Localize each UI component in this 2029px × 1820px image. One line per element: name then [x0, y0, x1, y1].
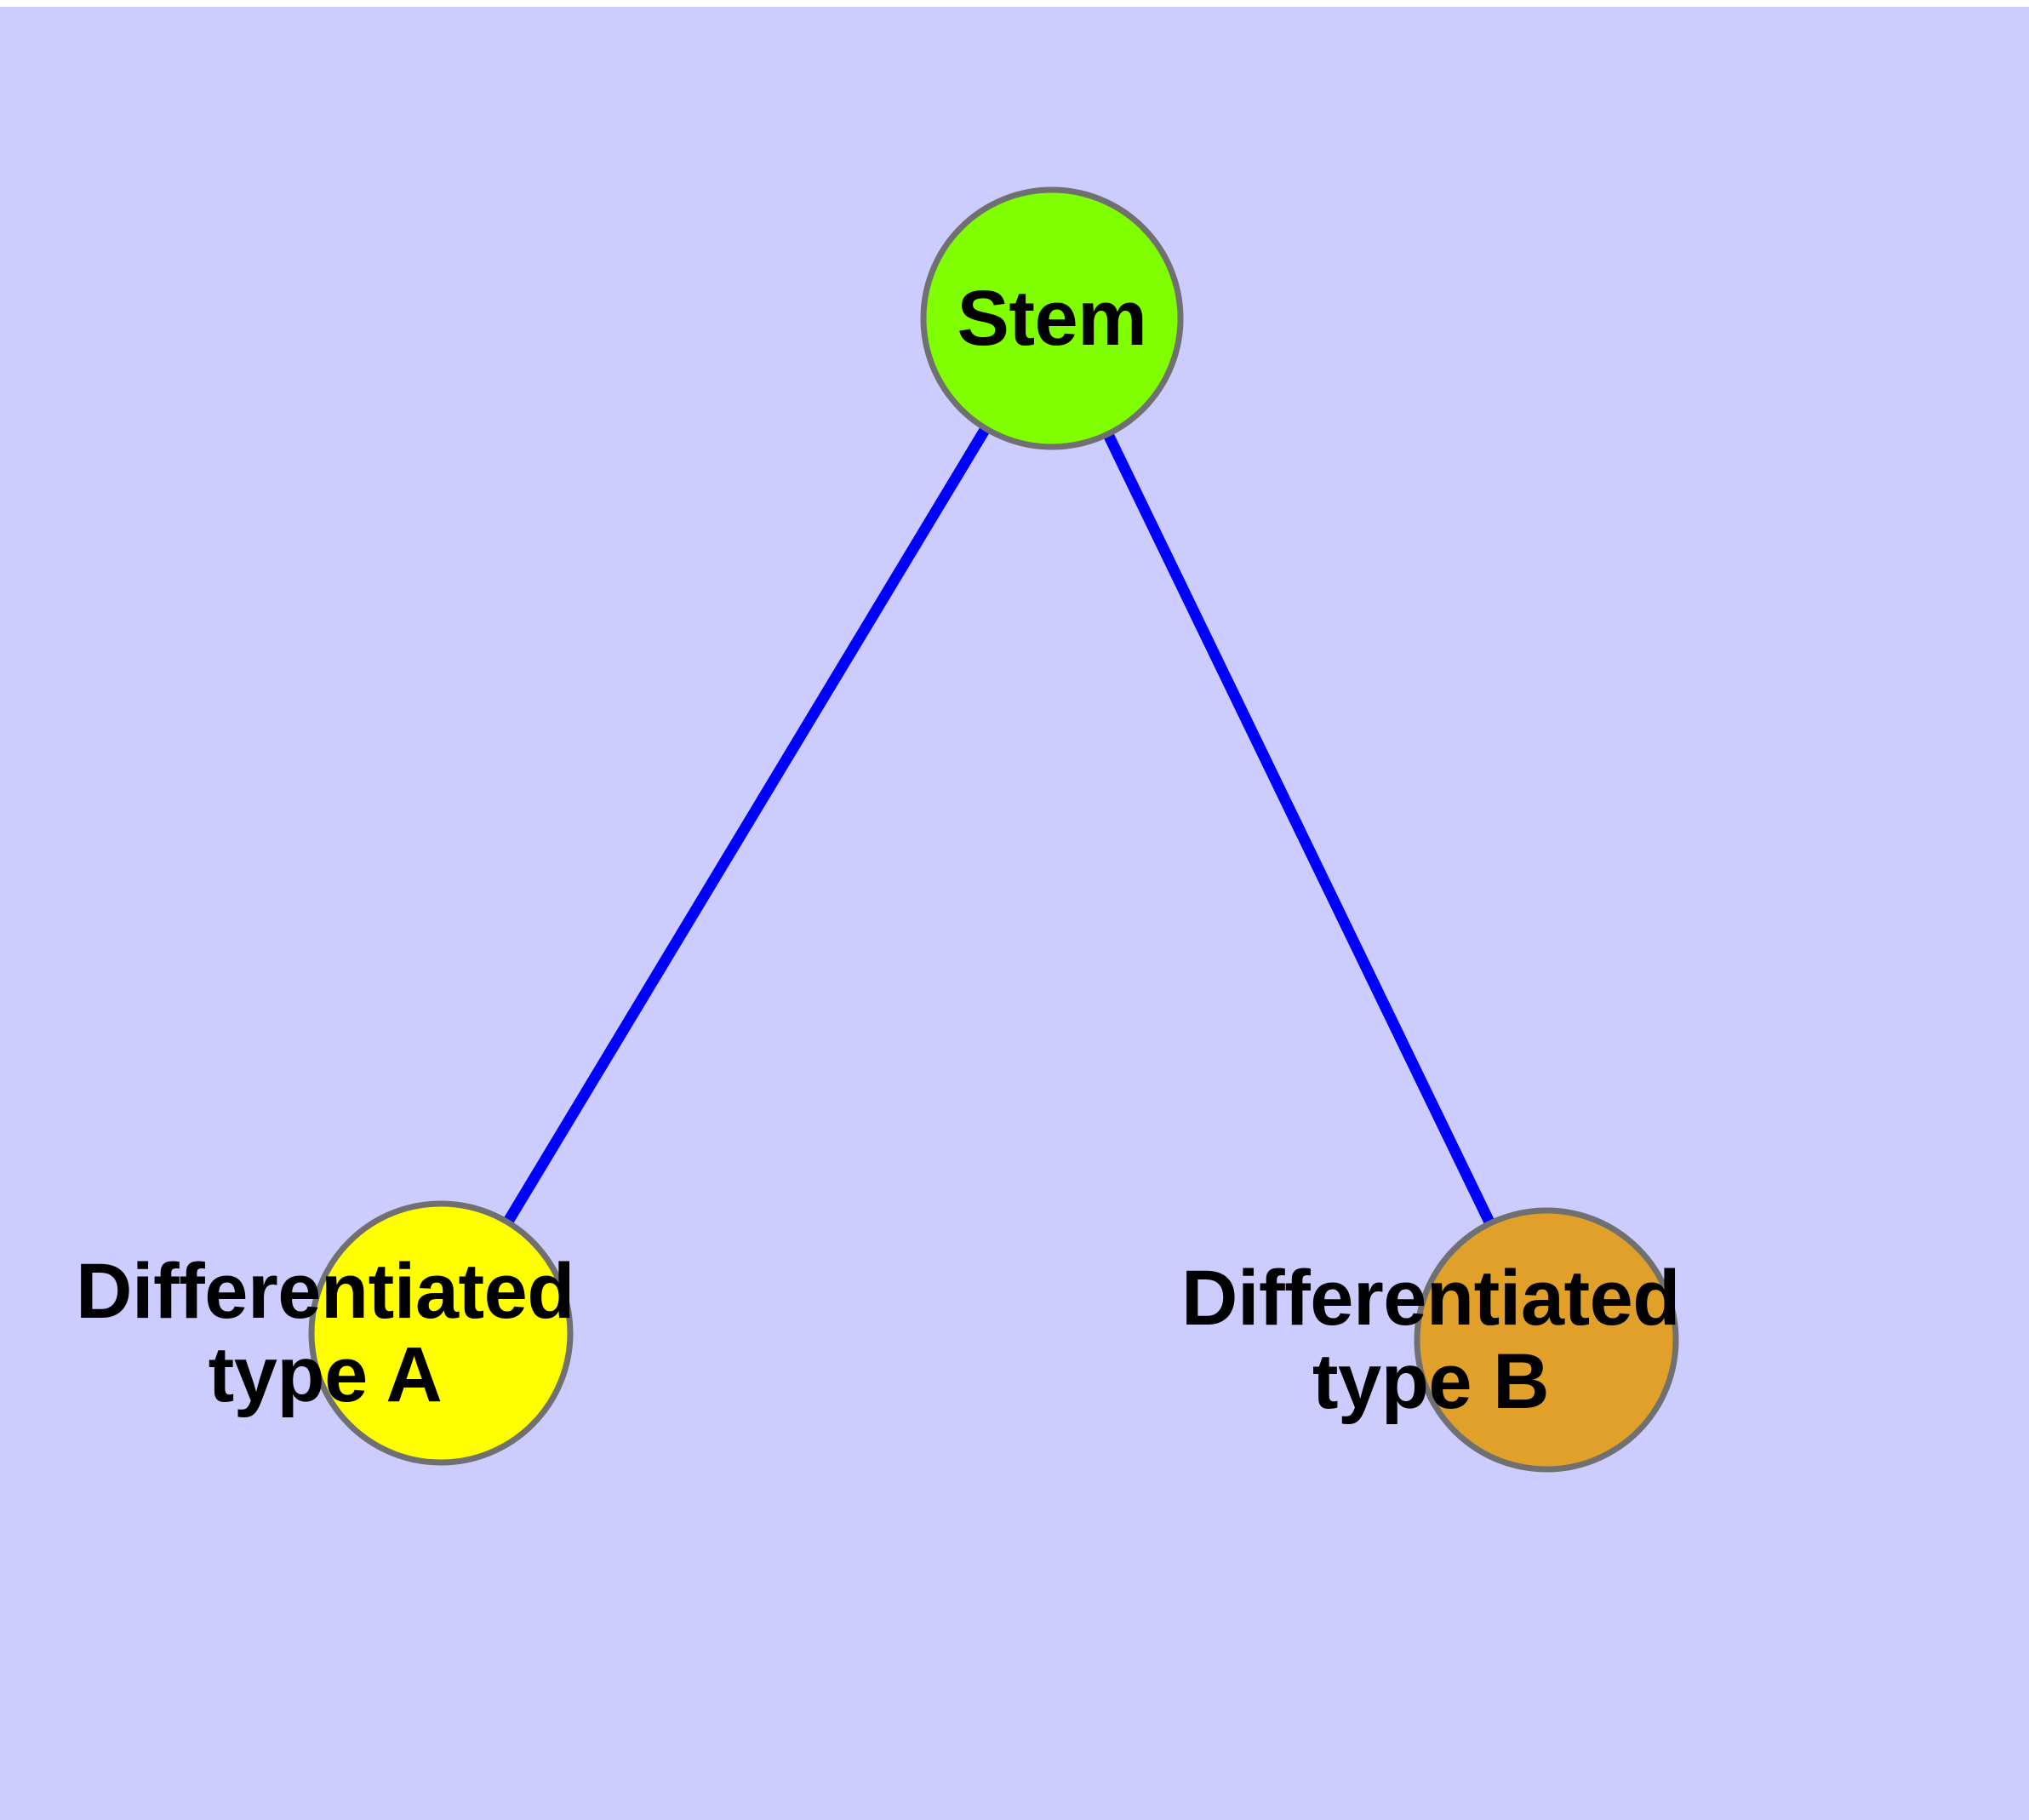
- node-layer: [308, 186, 1679, 1473]
- edge-stem-to-diff-a: [436, 315, 1057, 1336]
- edge-stem-to-diff-b: [1047, 316, 1552, 1342]
- node-stem[interactable]: [920, 186, 1184, 450]
- node-differentiated-type-a[interactable]: [308, 1200, 574, 1466]
- node-differentiated-type-b[interactable]: [1414, 1207, 1679, 1473]
- edge-layer: [436, 315, 1552, 1342]
